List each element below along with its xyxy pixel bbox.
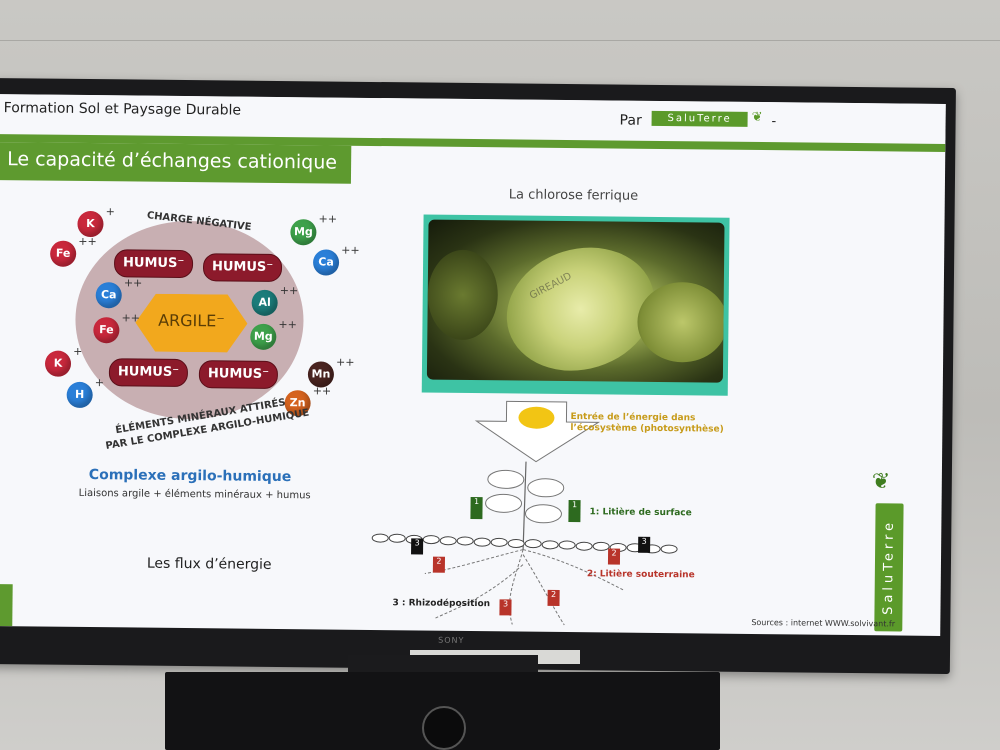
leaf-outline	[527, 478, 565, 498]
ion: Mg	[250, 323, 277, 350]
ion-charge: ++	[341, 243, 360, 257]
sun-icon	[518, 406, 555, 429]
sun-arrow	[474, 400, 601, 463]
stem	[522, 461, 527, 550]
slide-header: Formation Sol et Paysage Durable Par Sal…	[0, 94, 946, 140]
root	[434, 564, 524, 620]
humus-pill: HUMUS⁻	[108, 358, 189, 388]
ion-charge: ++	[121, 311, 140, 325]
wall-seam	[0, 40, 1000, 41]
humus-pill: HUMUS⁻	[202, 253, 283, 283]
ion: H	[66, 381, 93, 409]
chlorose-photo: GIREAUD	[426, 219, 725, 383]
ion-charge: ++	[123, 276, 143, 290]
arrow-marker: 2	[432, 556, 446, 573]
complex-subtitle: Liaisons argile + éléments minéraux + hu…	[78, 487, 311, 502]
ion: Ca	[312, 249, 340, 276]
humus-pill: HUMUS⁻	[198, 360, 279, 389]
camera-icon	[422, 706, 466, 750]
ion-charge: ++	[335, 355, 355, 369]
header-dash: -	[771, 114, 777, 130]
leaf-outline	[485, 493, 523, 513]
ion-charge: +	[73, 344, 83, 358]
ion: Fe	[93, 317, 120, 344]
complex-title: Complexe argilo-humique	[88, 467, 292, 486]
arrow-marker: 3	[638, 536, 651, 553]
ion: Fe	[50, 240, 77, 267]
ion-charge: +	[94, 376, 105, 390]
ion-charge: ++	[78, 234, 97, 249]
header-title: Formation Sol et Paysage Durable	[3, 100, 242, 119]
ion-charge: ++	[278, 317, 297, 332]
side-logo-text: SaluTerre	[880, 518, 897, 615]
ion: Mg	[290, 219, 317, 246]
ion: K	[44, 350, 72, 377]
header-par: Par	[619, 112, 642, 129]
arrow-marker: 1	[470, 497, 483, 520]
plant-icon: ❦	[871, 469, 891, 495]
root	[522, 554, 565, 626]
flux-label: Les flux d’énergie	[146, 555, 272, 573]
tv-brand: SONY	[438, 635, 465, 645]
sources-text: Sources : internet WWW.solvivant.fr	[751, 617, 896, 629]
leaf-outline	[487, 469, 525, 489]
argile-hexagon: ARGILE⁻	[135, 293, 248, 352]
arrow-marker: 2	[607, 548, 621, 565]
litiere-surface-label: 1: Litière de surface	[589, 507, 692, 519]
arrow-marker: 1	[568, 500, 581, 523]
root	[509, 549, 524, 625]
energy-entry-label: Entrée de l’énergie dans	[570, 412, 696, 424]
energy-flow-diagram	[371, 400, 678, 626]
arrow-marker: 3	[411, 538, 424, 555]
litiere-souterraine-label: 2: Litière souterraine	[586, 569, 695, 581]
litter-layer	[371, 533, 678, 554]
saluterre-logo: SaluTerre	[651, 110, 748, 127]
green-tab	[0, 584, 13, 627]
ion-charge: ++	[279, 284, 299, 298]
side-logo: SaluTerre	[874, 503, 904, 632]
chlorose-label: La chlorose ferrique	[508, 187, 639, 204]
ion-charge: +	[105, 205, 115, 219]
ion: Al	[251, 289, 278, 316]
arrow-marker: 3	[499, 599, 512, 616]
leaf-shape	[637, 281, 725, 363]
leaf-outline	[524, 504, 562, 524]
arrow-marker: 2	[547, 589, 560, 606]
slide: Formation Sol et Paysage Durable Par Sal…	[0, 94, 946, 636]
energy-entry-label: l’écosystème (photosynthèse)	[570, 423, 724, 435]
leaf-shape	[427, 249, 499, 341]
ion: Ca	[95, 282, 122, 309]
ion: K	[77, 210, 104, 238]
section-title-bar: Le capacité d’échanges cationique	[0, 142, 352, 184]
argile-label: ARGILE⁻	[158, 310, 225, 331]
ion-charge: ++	[318, 212, 338, 226]
section-title: Le capacité d’échanges cationique	[7, 148, 338, 174]
rhizodeposition-label: 3 : Rhizodéposition	[392, 598, 491, 610]
humus-pill: HUMUS⁻	[113, 249, 194, 279]
tv-frame: Formation Sol et Paysage Durable Par Sal…	[0, 78, 956, 675]
ion-charge: ++	[312, 384, 332, 398]
chlorose-photo-frame: GIREAUD	[421, 214, 730, 396]
leaf-icon: ❦	[751, 109, 763, 126]
